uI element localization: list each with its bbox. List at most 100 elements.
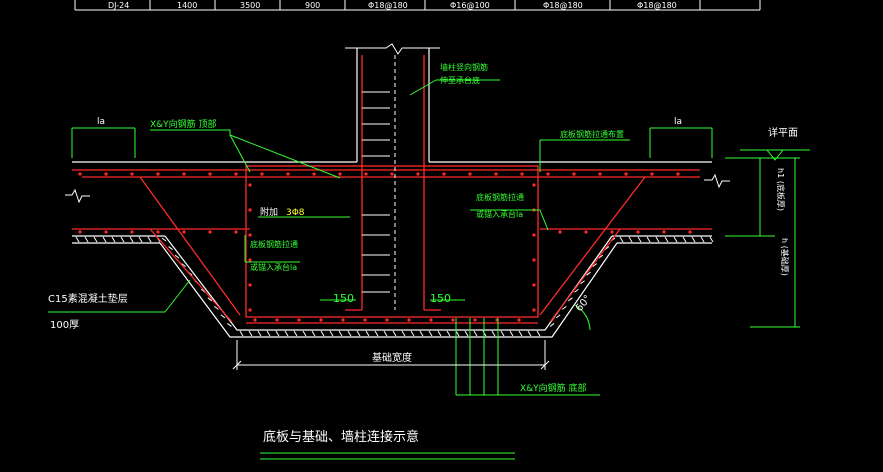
hatch-mark <box>293 330 298 337</box>
hatch-mark <box>320 330 325 337</box>
hatch-mark <box>207 297 213 302</box>
la-left-label: la <box>97 117 105 127</box>
hatch-mark <box>619 236 624 243</box>
hatch-mark <box>392 330 397 337</box>
hatch-mark <box>239 330 244 337</box>
hatch-mark <box>102 236 107 243</box>
hatch-mark <box>682 236 687 243</box>
left-note-line2: 或锚入承台la <box>250 262 297 272</box>
rebar-dot <box>248 258 252 262</box>
hatch-mark <box>347 330 352 337</box>
rebar-dot <box>517 318 521 322</box>
table-cell-0: DJ-24 <box>108 1 129 10</box>
hatch-mark <box>147 236 152 243</box>
hatch-mark <box>509 330 514 337</box>
rebar-dot <box>364 172 368 176</box>
hatch-mark <box>227 323 232 327</box>
rebar-dot <box>407 318 411 322</box>
hatch-mark <box>383 330 388 337</box>
dim-150-left: 150 <box>333 292 354 305</box>
table-cell-5: Φ16@100 <box>450 1 490 10</box>
hatch-mark <box>302 330 307 337</box>
rebar-dot <box>341 318 345 322</box>
break-markers <box>65 173 730 204</box>
cushion-hatch <box>75 236 714 337</box>
hatch-mark <box>93 236 98 243</box>
wall-bar-label-2: 伸至承台底 <box>440 75 480 85</box>
rebar-dot <box>182 230 186 234</box>
rebar-dot <box>248 233 252 237</box>
hatch-mark <box>592 263 598 268</box>
dim-150-right: 150 <box>430 292 451 305</box>
la-right-label: la <box>674 117 682 127</box>
rebar-dot <box>532 283 536 287</box>
hatch-mark <box>329 330 334 337</box>
hatch-mark <box>168 246 173 250</box>
base-width-label: 基础宽度 <box>372 351 412 364</box>
left-note-line1: 底板钢筋拉通 <box>250 239 298 249</box>
table-cell-3: 900 <box>305 1 320 10</box>
rebar-dot <box>319 318 323 322</box>
rebar-dot <box>572 172 576 176</box>
bottom-bar-label: 底板钢筋拉通布置 <box>560 129 624 139</box>
hatch-mark <box>555 314 561 319</box>
h-label: h (基础厚) <box>780 238 790 276</box>
rebar-dot <box>130 172 134 176</box>
hatch-mark <box>401 330 406 337</box>
hatch-mark <box>464 330 469 337</box>
hatch-mark <box>129 236 134 243</box>
hatch-mark <box>574 288 579 293</box>
hatch-mark <box>275 330 280 337</box>
xy-top-label: X&Y向钢筋 顶部 <box>150 118 217 130</box>
wall-stirrups <box>362 55 396 310</box>
rebar-dot <box>248 183 252 187</box>
rebar-dot <box>286 172 290 176</box>
rebar-dot <box>676 172 680 176</box>
rebar-dot <box>156 172 160 176</box>
concrete-outline <box>72 43 712 338</box>
base-width-dimension <box>232 340 550 370</box>
rebar-dot <box>610 230 614 234</box>
rebar-dot <box>275 318 279 322</box>
hatch-mark <box>598 254 604 259</box>
rebar-dot <box>624 172 628 176</box>
rebar-dot <box>253 318 257 322</box>
table-cell-2: 3500 <box>240 1 260 10</box>
table-cell-7: Φ18@180 <box>637 1 677 10</box>
hatch-mark <box>338 330 343 337</box>
hatch-mark <box>446 330 451 337</box>
hatch-mark <box>527 330 532 337</box>
hatch-mark <box>655 236 660 243</box>
wall-bar-label-1: 墙柱竖向钢筋 <box>440 62 488 72</box>
hatch-mark <box>410 330 415 337</box>
rebar-dot <box>546 172 550 176</box>
hatch-mark <box>691 236 696 243</box>
hatch-mark <box>568 297 573 302</box>
rebar-dot <box>248 308 252 312</box>
hatch-mark <box>220 314 226 319</box>
rebar-dot <box>297 318 301 322</box>
add-bar-value: 3Φ8 <box>286 208 305 218</box>
rebar-dot <box>688 230 692 234</box>
right-note-line2: 或锚入承台la <box>476 209 523 219</box>
hatch-mark <box>536 330 541 337</box>
angle-label: 60° <box>574 293 594 314</box>
hatch-mark <box>709 236 714 243</box>
table-cell-4: Φ18@180 <box>368 1 408 10</box>
hatch-mark <box>491 330 496 337</box>
hatch-mark <box>266 330 271 337</box>
rebar-dot <box>662 230 666 234</box>
hatch-mark <box>664 236 669 243</box>
xy-bottom-label: X&Y向钢筋 底部 <box>520 382 587 394</box>
hatch-mark <box>586 271 591 276</box>
hatch-mark <box>181 263 186 268</box>
hatch-mark <box>138 236 143 243</box>
rebar-dot <box>636 230 640 234</box>
rebar-dot <box>650 172 654 176</box>
hatch-mark <box>214 305 219 310</box>
hatch-mark <box>284 330 289 337</box>
h1-label: h1 (底板厚) <box>776 168 786 211</box>
rebar-dot <box>338 172 342 176</box>
rebar-dots <box>78 172 692 322</box>
